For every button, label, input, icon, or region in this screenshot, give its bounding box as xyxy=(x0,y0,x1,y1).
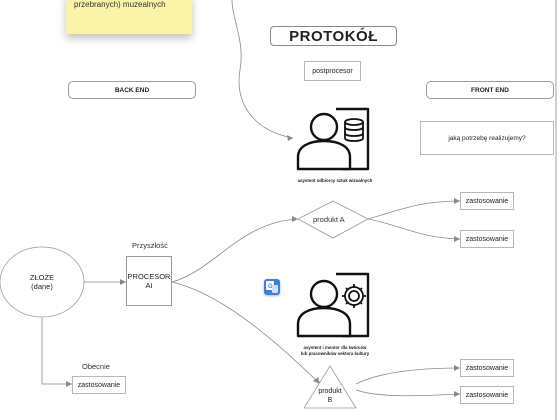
translate-icon[interactable]: G xyxy=(264,279,280,295)
product-a-label: produkt A xyxy=(313,215,345,224)
deposit-line2: (dane) xyxy=(31,282,53,291)
connector-product-a-to-app-1 xyxy=(367,200,461,220)
application-box-a1[interactable]: zastosowanie xyxy=(460,192,514,210)
person-gear-icon xyxy=(296,272,370,338)
arrowhead-product-a xyxy=(292,216,298,222)
assistant-b-caption: asystent i mentor dla twórców lub pracow… xyxy=(300,345,370,356)
application-box-b2[interactable]: zastosowanie xyxy=(460,386,514,404)
postprocessor-label: postprocesor xyxy=(312,67,353,75)
arrowhead-app-b1 xyxy=(454,365,460,371)
application-label-a2: zastosowanie xyxy=(465,235,509,243)
processor-line2: AI xyxy=(145,281,153,290)
back-end-header[interactable]: BACK END xyxy=(68,81,196,99)
need-question-label: jaką potrzebę realizujemy? xyxy=(448,134,526,142)
product-a-diamond xyxy=(297,200,369,239)
postprocessor-box[interactable]: postprocesor xyxy=(304,61,361,81)
product-b-line1: produkt xyxy=(318,388,342,395)
future-label: Przyszłość xyxy=(132,241,168,250)
application-label-b2: zastosowanie xyxy=(465,391,509,399)
svg-text:G: G xyxy=(268,284,273,290)
application-label-now: zastosowanie xyxy=(77,381,121,389)
processor-line1: PROCESOR xyxy=(127,272,171,281)
connector-product-b-to-app-1 xyxy=(355,367,461,385)
front-end-header[interactable]: FRONT END xyxy=(426,81,554,99)
connector-processor-to-product-a xyxy=(171,218,299,283)
application-label-b1: zastosowanie xyxy=(465,364,509,372)
protocol-title[interactable]: PROTOKÓŁ xyxy=(270,26,397,46)
connector-processor-to-product-b xyxy=(171,281,321,385)
deposit-ellipse xyxy=(0,246,85,318)
arrowhead-assistant-a xyxy=(287,135,293,141)
deposit-node[interactable]: ZŁOŻE (dane) xyxy=(0,268,84,296)
connector-product-a-to-app-2 xyxy=(367,218,461,240)
need-question-box[interactable]: jaką potrzebę realizujemy? xyxy=(420,121,554,155)
protocol-title-text: PROTOKÓŁ xyxy=(289,27,378,45)
application-box-a2[interactable]: zastosowanie xyxy=(460,230,514,248)
assistant-a-caption: asystent odbiorcy sztuk wizualnych xyxy=(297,178,373,183)
application-box-now[interactable]: zastosowanie xyxy=(72,376,126,394)
ai-processor-box[interactable]: PROCESOR AI xyxy=(126,256,172,306)
sticky-note-text: przebranych) muzealnych xyxy=(74,0,166,9)
connector-top-to-assistant-a xyxy=(231,0,294,139)
product-b-line2: B xyxy=(327,397,333,404)
front-end-label: FRONT END xyxy=(471,86,509,94)
arrowhead-application-now xyxy=(66,381,72,387)
sticky-note[interactable]: przebranych) muzealnych xyxy=(66,0,192,34)
arrowhead-product-b xyxy=(313,377,320,384)
application-label-a1: zastosowanie xyxy=(465,197,509,205)
product-b-label[interactable]: produkt B xyxy=(312,385,348,407)
arrowhead-processor xyxy=(120,279,126,285)
application-box-b1[interactable]: zastosowanie xyxy=(460,359,514,377)
arrowhead-app-a1 xyxy=(454,198,460,204)
deposit-line1: ZŁOŻE xyxy=(29,273,55,282)
connector-product-b-to-app-2 xyxy=(355,389,461,397)
back-end-label: BACK END xyxy=(114,86,150,94)
now-label: Obecnie xyxy=(82,362,110,371)
arrowhead-app-a2 xyxy=(454,236,460,242)
person-document-icon xyxy=(296,107,370,171)
product-b-triangle xyxy=(303,365,357,409)
arrowhead-app-b2 xyxy=(454,391,460,397)
connector-deposit-to-application xyxy=(41,318,72,385)
